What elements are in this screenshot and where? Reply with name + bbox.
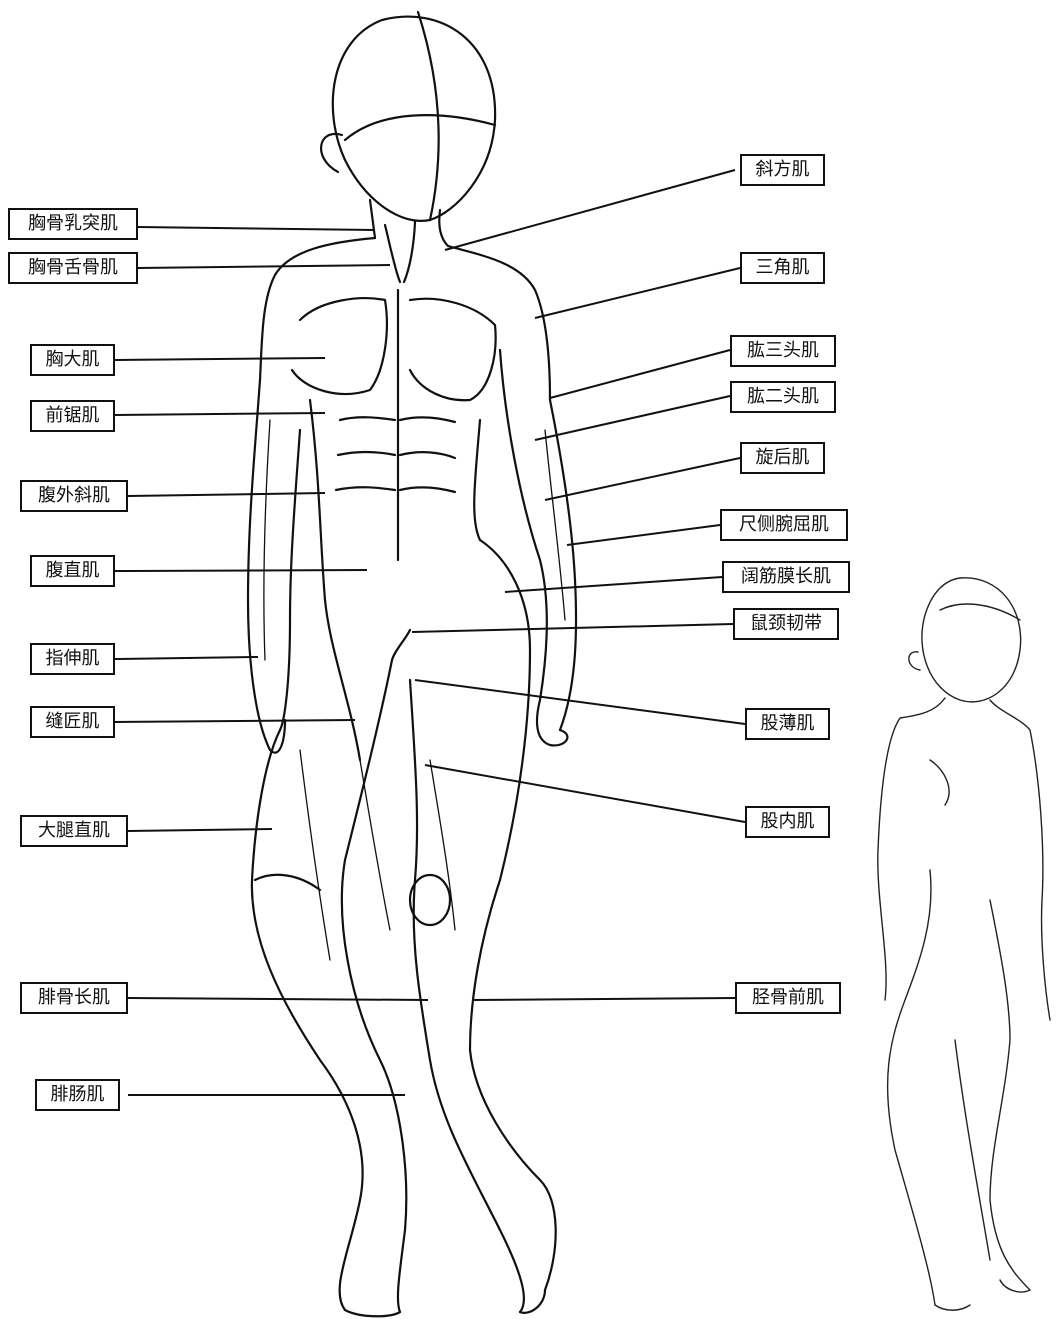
label-tibialis-anterior: 胫骨前肌	[735, 982, 841, 1014]
label-rectus-abdominis: 腹直肌	[30, 555, 115, 587]
label-supinator: 旋后肌	[740, 442, 825, 474]
label-trapezius: 斜方肌	[740, 154, 825, 186]
label-flexor-carpi-ulnaris: 尺侧腕屈肌	[720, 509, 848, 541]
label-gracilis: 股薄肌	[745, 708, 830, 740]
label-external-oblique: 腹外斜肌	[20, 480, 128, 512]
muscular-figure	[248, 12, 576, 1316]
label-biceps: 肱二头肌	[730, 381, 836, 413]
label-triceps: 肱三头肌	[730, 335, 836, 367]
label-sartorius: 缝匠肌	[30, 706, 115, 738]
label-gastrocnemius: 腓肠肌	[35, 1079, 120, 1111]
label-rectus-femoris: 大腿直肌	[20, 815, 128, 847]
label-serratus-anterior: 前锯肌	[30, 400, 115, 432]
label-extensor-digitorum: 指伸肌	[30, 643, 115, 675]
reference-figure	[878, 578, 1050, 1310]
label-deltoid: 三角肌	[740, 252, 825, 284]
label-pectoralis-major: 胸大肌	[30, 344, 115, 376]
leader-lines	[115, 170, 745, 1095]
label-sternocleidomastoid: 胸骨乳突肌	[8, 208, 138, 240]
label-peroneus-longus: 腓骨长肌	[20, 982, 128, 1014]
label-vastus-medialis: 股内肌	[745, 806, 830, 838]
label-inguinal-ligament: 鼠颈韧带	[733, 608, 839, 640]
label-sternohyoid: 胸骨舌骨肌	[8, 252, 138, 284]
label-tensor-fasciae-latae: 阔筋膜长肌	[722, 561, 850, 593]
